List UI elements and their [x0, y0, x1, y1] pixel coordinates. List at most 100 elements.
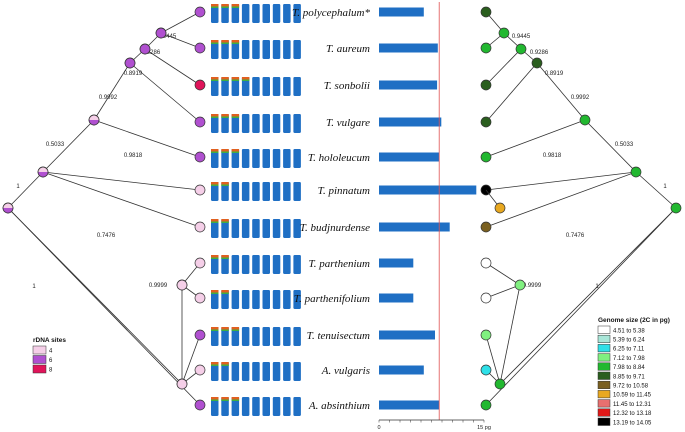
genome-internal-node	[670, 202, 682, 214]
right-branch-15	[485, 334, 501, 385]
chromosome-body	[241, 182, 250, 201]
left-support-label: 0.9999	[149, 283, 168, 289]
chromosome	[283, 255, 291, 274]
left-node-pie	[124, 57, 136, 69]
pie-outline	[176, 279, 188, 291]
chromosome	[272, 290, 281, 309]
rdna-legend-label: 6	[49, 358, 53, 364]
rdna-band	[221, 255, 229, 258]
chromosome	[293, 114, 301, 133]
chromosome-body	[211, 4, 219, 23]
chromosome-body	[252, 4, 260, 23]
rdna-leaf-node	[194, 221, 206, 233]
pie-slice	[38, 172, 48, 177]
chromosome	[231, 149, 240, 168]
chromosome-body	[283, 149, 291, 168]
chromosome	[211, 149, 219, 168]
right-branch-6	[536, 62, 586, 121]
rdna-band	[211, 255, 219, 258]
rdna-band	[211, 219, 219, 222]
rdna-leaf-node	[194, 79, 206, 91]
chromosome-body	[262, 182, 270, 201]
genome-size-bar	[379, 117, 442, 127]
genome-legend-label: 4.51 to 5.38	[613, 328, 645, 334]
rdna-band-green	[211, 221, 219, 223]
chromosome-body	[231, 327, 240, 346]
rdna-leaf-node	[194, 116, 206, 128]
right-branch-7	[485, 119, 586, 158]
chromosome	[241, 149, 250, 168]
rdna-band-green	[221, 329, 229, 331]
rdna-leaf-node	[194, 257, 206, 269]
rdna-band	[221, 219, 229, 222]
chromosome	[241, 255, 250, 274]
genome-legend-swatch	[597, 399, 611, 408]
chromosome-body	[241, 362, 250, 381]
genome-legend-swatch	[597, 353, 611, 362]
right-branch-11	[635, 171, 677, 209]
right-support-label: 0.9992	[571, 95, 590, 101]
chromosome-body	[262, 290, 270, 309]
left-node-pie	[139, 43, 151, 55]
chromosome-body	[272, 77, 281, 96]
chromosome-body	[262, 255, 270, 274]
left-node-pie	[2, 202, 14, 214]
genome-internal-node	[498, 27, 510, 39]
rdna-band-green	[211, 6, 219, 8]
right-branch-18	[485, 207, 677, 406]
rdna-band	[211, 290, 219, 293]
rdna-leaf-node	[194, 399, 206, 411]
chromosome	[262, 290, 270, 309]
rdna-band	[231, 327, 240, 330]
chromosome	[293, 4, 301, 23]
genome-leaf-node	[480, 257, 492, 269]
left-branch-0	[160, 11, 201, 34]
chromosome-body	[231, 255, 240, 274]
chromosome	[283, 219, 291, 238]
left-support-label: 0.5033	[46, 142, 65, 148]
chromosome-body	[262, 327, 270, 346]
chromosome	[211, 114, 219, 133]
rdna-band-green	[221, 79, 229, 81]
chromosome	[221, 4, 229, 23]
chromosome-body	[241, 219, 250, 238]
chromosome-body	[221, 327, 229, 346]
chromosome	[293, 327, 301, 346]
chromosome-body	[241, 114, 250, 133]
chromosome	[241, 290, 250, 309]
chromosome-body	[272, 255, 281, 274]
chromosome-body	[241, 290, 250, 309]
chromosome	[231, 255, 240, 274]
chromosome-body	[252, 77, 260, 96]
genome-legend-label: 8.85 to 9.71	[613, 374, 645, 380]
left-branch-3	[144, 48, 201, 86]
rdna-band-green	[231, 6, 240, 8]
genome-size-bar	[379, 293, 414, 303]
chromosome-body	[211, 290, 219, 309]
chromosome	[283, 4, 291, 23]
genome-legend-swatch	[597, 325, 611, 334]
genome-leaf-node	[480, 221, 492, 233]
chromosome	[262, 327, 270, 346]
genome-size-bar	[379, 258, 414, 268]
chromosome	[272, 77, 281, 96]
genome-legend-swatch	[597, 408, 611, 417]
chromosome-body	[293, 327, 301, 346]
chromosome-body	[221, 255, 229, 274]
rdna-band-green	[241, 79, 250, 81]
chromosome	[221, 327, 229, 346]
chromosome-body	[272, 397, 281, 416]
chromosome	[283, 77, 291, 96]
chromosome-body	[221, 149, 229, 168]
rdna-band-green	[221, 184, 229, 186]
rdna-band	[221, 362, 229, 365]
left-node-pie	[37, 166, 49, 178]
chromosome	[241, 362, 250, 381]
chromosome	[262, 362, 270, 381]
pie-slice	[156, 33, 166, 38]
pie-outline	[139, 43, 151, 55]
genome-legend-label: 7.12 to 7.98	[613, 356, 645, 362]
chromosome-body	[293, 219, 301, 238]
chromosome-body	[231, 114, 240, 133]
chromosome	[262, 77, 270, 96]
